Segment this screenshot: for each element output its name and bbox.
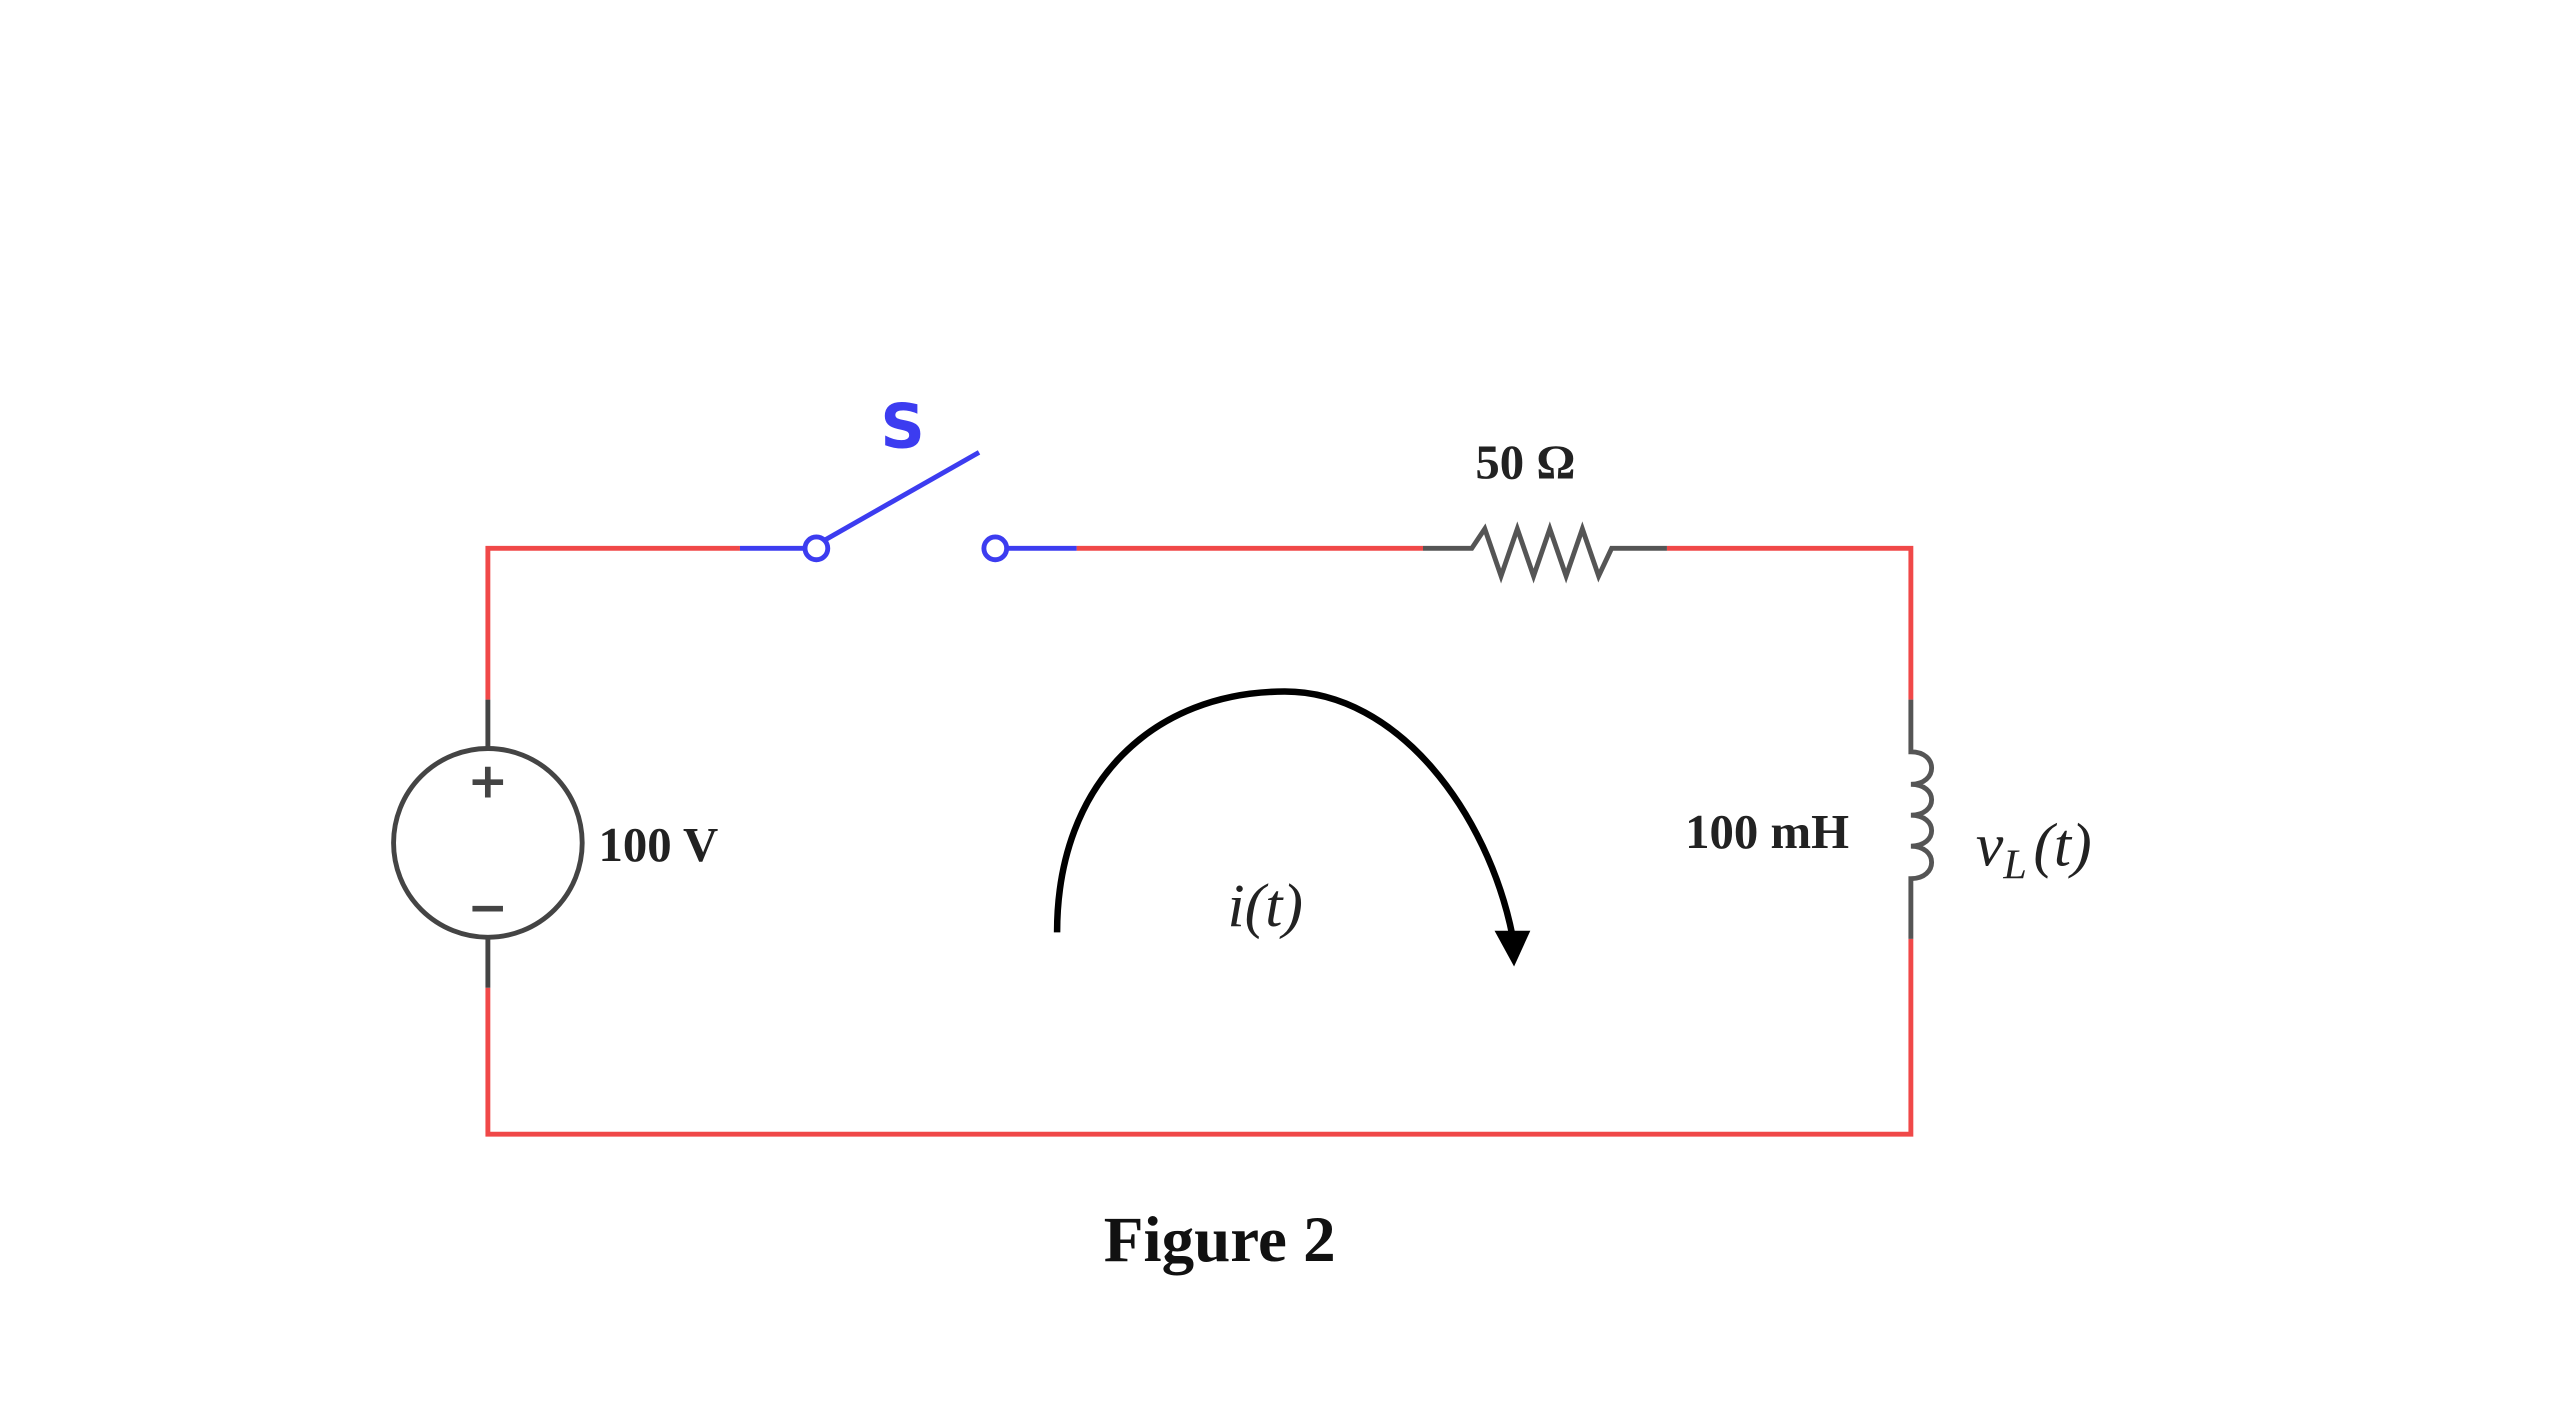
- current-arrow: [1053, 688, 1516, 937]
- source-plus: +: [467, 752, 508, 809]
- inductor: [1908, 699, 1935, 939]
- figure-caption: Figure 2: [1104, 1204, 1336, 1276]
- source-minus: −: [467, 879, 508, 936]
- arrowhead-icon: [1494, 930, 1531, 967]
- switch-label: S: [880, 390, 925, 462]
- wires: [485, 545, 1914, 1137]
- switch: [739, 450, 1077, 563]
- resistor: [1422, 521, 1667, 584]
- wire-left-top: [485, 545, 740, 700]
- current-label: i(t): [1228, 872, 1303, 940]
- inductor-voltage-label: vL(t): [1976, 812, 2092, 889]
- resistor-label: 50 Ω: [1475, 435, 1575, 489]
- wire-right-top: [1666, 545, 1914, 700]
- source-label: 100 V: [598, 818, 718, 872]
- wire-bottom: [485, 938, 1914, 1137]
- inductor-label: 100 mH: [1685, 805, 1849, 859]
- voltage-source: + −: [391, 699, 585, 988]
